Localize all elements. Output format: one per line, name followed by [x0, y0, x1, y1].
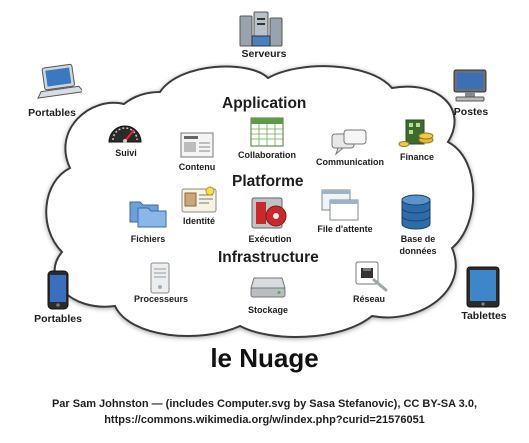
- hard-drive-icon: [250, 277, 286, 298]
- credit-line-2: https://commons.wikimedia.org/w/index.ph…: [104, 414, 425, 426]
- speech-bubbles-icon: [331, 129, 367, 156]
- collaboration-label: Collaboration: [238, 150, 296, 160]
- layer-infrastructure: Infrastructure: [218, 249, 319, 266]
- file-attente-label: File d'attente: [317, 224, 373, 234]
- database-icon: [401, 194, 431, 230]
- speedometer-icon: [108, 125, 142, 143]
- desktop-computer-icon: [453, 69, 487, 102]
- id-card-icon: [181, 186, 217, 213]
- stockage-label: Stockage: [247, 305, 289, 315]
- reseau-label: Réseau: [352, 294, 386, 304]
- contenu-label: Contenu: [178, 162, 216, 172]
- finance-icon: [398, 119, 434, 147]
- fichiers-label: Fichiers: [130, 234, 166, 244]
- layer-application: Application: [222, 95, 307, 112]
- newspaper-icon: [180, 132, 214, 158]
- queue-icon: [321, 189, 359, 221]
- diagram-title: le Nuage: [210, 343, 319, 373]
- serveurs-label: Serveurs: [241, 48, 287, 60]
- laptop-icon: [37, 63, 82, 99]
- spreadsheet-icon: [250, 117, 284, 147]
- base-donnees-label-1: Base de: [400, 234, 436, 244]
- folders-icon: [129, 201, 167, 228]
- smartphone-icon: [47, 270, 69, 310]
- postes-label: Postes: [453, 106, 489, 118]
- credit-line-1: Par Sam Johnston — (includes Computer.sv…: [51, 398, 478, 410]
- portables-bottom-label: Portables: [34, 313, 82, 325]
- portables-top-label: Portables: [28, 107, 76, 119]
- processor-server-icon: [150, 262, 170, 294]
- tablettes-label: Tablettes: [461, 310, 507, 322]
- identite-label: Identité: [182, 216, 215, 226]
- processeurs-label: Processeurs: [133, 294, 189, 304]
- communication-label: Communication: [315, 157, 384, 167]
- server-computer-icon: [239, 11, 283, 47]
- finance-label: Finance: [399, 152, 434, 162]
- execution-icon: [251, 197, 287, 229]
- layer-platforme: Platforme: [232, 173, 304, 190]
- network-jack-icon: [355, 261, 388, 292]
- execution-label: Exécution: [248, 234, 292, 244]
- base-donnees-label-2: données: [399, 246, 437, 256]
- tablet-icon: [466, 266, 500, 308]
- suivi-label: Suivi: [115, 148, 137, 158]
